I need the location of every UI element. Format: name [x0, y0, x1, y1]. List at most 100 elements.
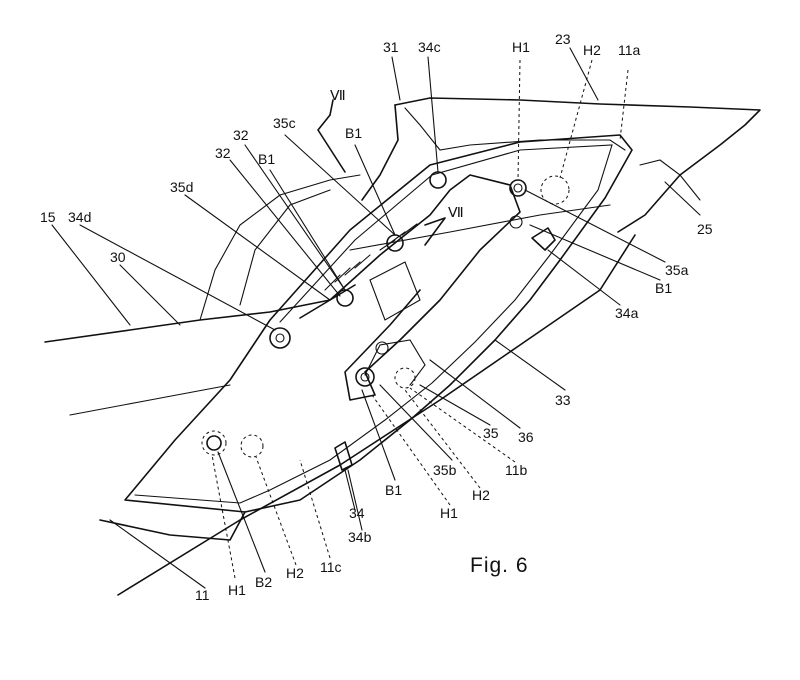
label-34c: 34c — [418, 39, 441, 55]
label-b1-d: B1 — [385, 482, 402, 498]
label-34b: 34b — [348, 529, 372, 545]
leader-36 — [429, 359, 521, 429]
label-31: 31 — [383, 39, 399, 55]
bracket-35 — [364, 339, 426, 386]
bolt-h1-bot — [206, 435, 222, 451]
seat-curve-a — [199, 174, 361, 321]
frame-rail-top — [69, 384, 231, 416]
leader-b1-a — [354, 144, 396, 236]
label-h2-bot: H2 — [286, 565, 304, 581]
label-h2-top: H2 — [583, 42, 601, 58]
hole-h2-bot — [240, 434, 264, 458]
leader-34 — [344, 469, 356, 511]
leader-h1-top — [517, 59, 521, 181]
label-30: 30 — [110, 249, 126, 265]
leader-15 — [51, 224, 131, 326]
latch-34b — [334, 441, 353, 471]
hole-h2-mid — [394, 367, 416, 389]
leader-34c — [427, 56, 439, 173]
labels: 31 34c H1 23 H2 11a Ⅶ 35c B1 32 32 B1 35… — [40, 31, 713, 603]
label-h1-bot: H1 — [228, 582, 246, 598]
leader-30 — [119, 264, 181, 326]
label-11a: 11a — [618, 42, 641, 58]
hole-h2-top — [540, 175, 570, 205]
label-11: 11 — [195, 587, 210, 603]
label-11b: 11b — [505, 462, 528, 478]
label-35b: 35b — [433, 462, 457, 478]
label-34d: 34d — [68, 209, 91, 225]
leader-11c — [299, 459, 331, 559]
tail-cowl-edge — [361, 104, 399, 201]
label-b1-b: B1 — [258, 151, 275, 167]
leader-35d — [184, 194, 331, 301]
leader-11 — [109, 519, 206, 589]
label-h1-mid: H1 — [440, 505, 458, 521]
bracket-34-slot — [369, 261, 421, 321]
label-11c: 11c — [320, 559, 342, 575]
seat-line — [44, 284, 356, 343]
leader-h1-mid — [371, 394, 451, 506]
bolt-b1-b — [336, 289, 354, 307]
bolt-small-top — [509, 215, 523, 229]
leader-h2-top — [559, 59, 593, 179]
frame-rail-diag — [117, 234, 636, 596]
bolt-34c — [429, 171, 447, 189]
bolt-h1-top — [509, 179, 527, 197]
label-25: 25 — [697, 221, 713, 237]
leader-lines — [51, 47, 701, 589]
leader-b1-b — [269, 169, 346, 291]
label-35c: 35c — [273, 115, 296, 131]
label-b1-a: B1 — [345, 125, 362, 141]
label-vii-top: Ⅶ — [330, 87, 346, 103]
leader-11b — [409, 387, 516, 463]
label-36: 36 — [518, 429, 534, 445]
side-cover-inner — [134, 144, 613, 504]
tail-cowl-top — [394, 97, 761, 233]
label-32-b: 32 — [215, 145, 231, 161]
label-h2-mid: H2 — [472, 487, 490, 503]
label-b2: B2 — [255, 574, 272, 590]
frame-rail-front — [349, 204, 611, 251]
label-h1-top: H1 — [512, 39, 530, 55]
label-15: 15 — [40, 209, 56, 225]
label-23: 23 — [555, 31, 571, 47]
side-cover-outline — [124, 134, 633, 513]
leader-35b — [379, 384, 453, 461]
bolt-small-mid — [375, 341, 389, 355]
leader-h2-mid — [404, 389, 481, 489]
tail-cowl-right — [639, 159, 701, 201]
leader-34b — [347, 469, 363, 531]
drawing-lines — [44, 97, 761, 596]
leader-32b — [229, 159, 341, 297]
leader-h2-bot — [255, 456, 297, 566]
hole-h1-bot — [201, 430, 227, 456]
tail-cowl-inner — [404, 107, 626, 151]
frame-rail-lower — [99, 511, 246, 541]
leader-35 — [419, 384, 491, 426]
label-33: 33 — [555, 392, 571, 408]
label-b1-c: B1 — [655, 280, 672, 296]
bolt-h1-top-inner — [513, 183, 523, 193]
leader-35a — [524, 189, 666, 263]
label-35d: 35d — [170, 179, 193, 195]
leader-h1-bot — [211, 454, 236, 579]
bolt-34d — [269, 327, 291, 349]
label-34: 34 — [349, 505, 365, 521]
leader-34a — [547, 249, 621, 306]
leader-32a — [244, 144, 346, 291]
bolt-b1-d — [355, 367, 375, 387]
label-35: 35 — [483, 425, 499, 441]
label-35a: 35a — [665, 262, 689, 278]
bolt-b1-d-inner — [360, 372, 370, 382]
section-arrow-mid — [424, 217, 446, 246]
figure-caption: Fig. 6 — [470, 554, 529, 577]
leader-b2 — [217, 451, 266, 573]
leader-25 — [664, 181, 701, 216]
latch-34a — [531, 227, 556, 251]
leader-23 — [569, 47, 599, 101]
label-34a: 34a — [615, 305, 639, 321]
leader-33 — [494, 339, 566, 391]
label-32-a: 32 — [233, 127, 249, 143]
